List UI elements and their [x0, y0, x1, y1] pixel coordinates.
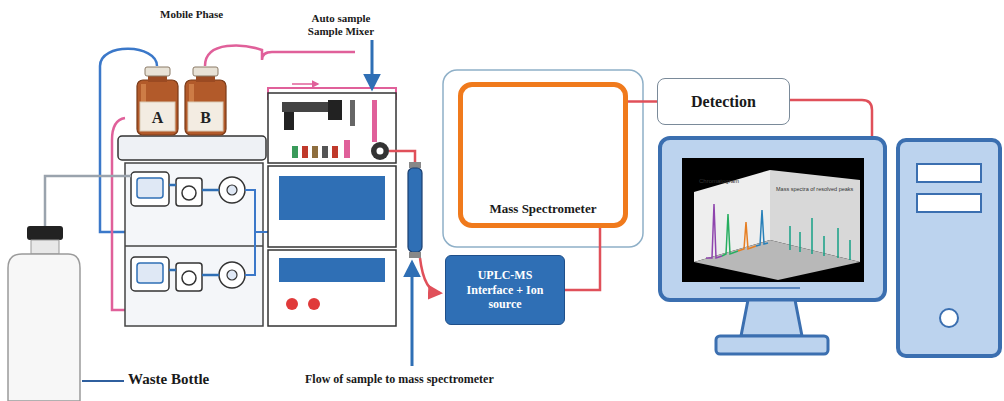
screen-caption: Mass spectra of resolved peaks — [776, 186, 856, 192]
part-label: Waste Bottle — [128, 371, 209, 388]
node-text: UPLC-MS Interface + Ion source — [457, 268, 553, 311]
pump-housing — [125, 163, 263, 326]
computer-tower — [898, 140, 1000, 356]
detector-module — [268, 250, 396, 326]
node-text: B — [200, 109, 211, 127]
node-text: Detection — [691, 93, 756, 111]
injection-valve — [371, 142, 389, 160]
blue-tubing — [255, 231, 268, 233]
autosampler-top — [268, 93, 396, 163]
pink-tubing — [205, 46, 355, 66]
column-oven — [268, 166, 396, 247]
sampler-arm — [284, 112, 294, 130]
waste-neck — [31, 240, 59, 254]
solvent-bottle: A — [135, 66, 180, 136]
peak — [738, 222, 756, 251]
spectrum-lines — [790, 218, 850, 260]
mass-spectrometer-box: Mass Spectrometer — [458, 82, 628, 228]
bottle-body — [185, 80, 226, 135]
sample-line — [420, 258, 440, 293]
power-button — [940, 309, 958, 327]
monitor-base — [716, 336, 828, 354]
ms-housing — [443, 70, 643, 247]
uplc-column — [408, 168, 422, 252]
part-label: Mobile Phase — [160, 8, 223, 21]
screen — [682, 158, 864, 282]
drive-bay — [917, 164, 981, 182]
needle-tube — [372, 100, 377, 142]
leader-line — [82, 380, 124, 382]
bottle-label — [188, 102, 223, 131]
blue-tubing — [245, 190, 255, 275]
vial — [292, 146, 298, 158]
part-label: Auto sample Sample Mixer — [300, 12, 382, 37]
waste-cap — [27, 226, 63, 240]
bottle-body — [137, 80, 178, 135]
flow-arrow — [411, 263, 414, 366]
monitor — [660, 138, 885, 300]
flow-arrow — [292, 83, 318, 85]
signal-connector — [628, 100, 657, 103]
peak — [706, 204, 722, 258]
node-text: A — [152, 109, 164, 127]
bottle-cap — [193, 67, 218, 76]
solvent-bottle: B — [183, 66, 228, 136]
vial — [302, 146, 308, 158]
detection-box: Detection — [657, 78, 790, 125]
axis — [720, 287, 800, 289]
signal-connector — [565, 228, 600, 290]
pump-row — [131, 172, 245, 206]
solvent-tray — [118, 136, 266, 160]
interface-box: UPLC-MS Interface + Ion source — [445, 255, 565, 325]
button — [286, 298, 298, 310]
waste-tube — [45, 176, 131, 232]
vial — [312, 146, 318, 158]
needle — [350, 100, 355, 126]
node-text: Mass Spectrometer — [490, 201, 597, 217]
screen-caption: Chromatogram — [699, 178, 739, 185]
monitor-stand — [741, 300, 802, 336]
peak — [722, 214, 738, 256]
injection-valve-center — [377, 148, 384, 155]
part-label: Flow of sample to mass spectrometer — [305, 373, 494, 387]
bottle-cap — [145, 67, 170, 76]
sample-line — [389, 151, 415, 162]
pointer-arrow — [371, 40, 374, 88]
oven-panel — [279, 176, 385, 220]
vial — [344, 140, 350, 158]
drive-bay — [917, 194, 981, 212]
column-fitting — [409, 162, 421, 168]
bottle-label — [140, 102, 175, 131]
waste-bottle — [8, 254, 80, 401]
module-panel — [279, 258, 385, 282]
peak — [756, 210, 768, 246]
pump-row — [131, 257, 245, 291]
chart-floor — [694, 240, 860, 280]
vial — [322, 146, 328, 158]
vial — [332, 146, 338, 158]
signal-line — [790, 100, 872, 136]
sampler-arm — [328, 100, 342, 120]
column-fitting — [409, 252, 421, 258]
pump-divider — [125, 245, 263, 247]
button — [308, 298, 320, 310]
